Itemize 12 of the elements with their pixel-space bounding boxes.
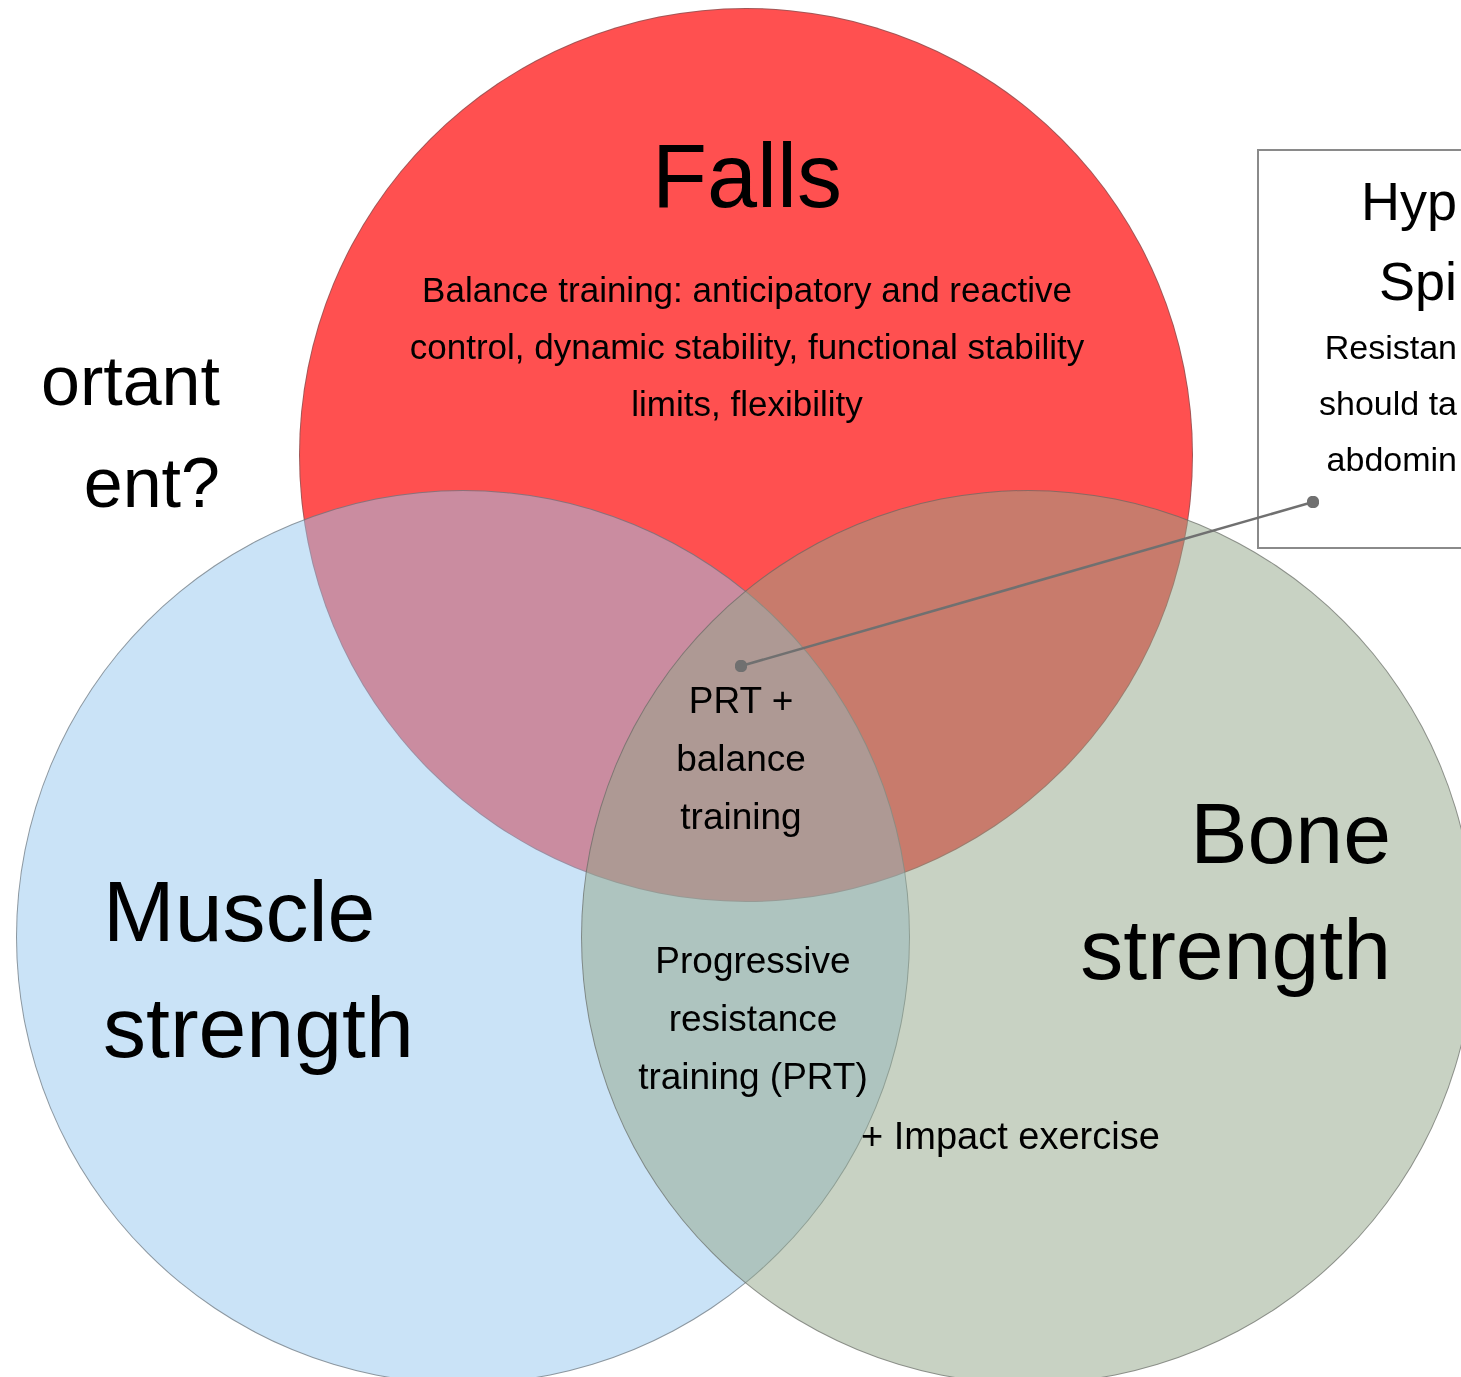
box-title: Hyp Spi [1359,170,1457,313]
overlap-text: Progressive resistance training (PRT) [637,939,869,1099]
circle-body-text: Balance training: anticipatory and reactive control, dynamic stability, functional stability limits, flexibility [408,269,1086,425]
circle-title: Bone strength [1079,784,1391,999]
circle-title: Muscle strength [103,862,415,1077]
circle-title: Falls [651,125,843,228]
callout-box [1257,149,1461,549]
leader-line [734,495,1320,673]
box-body-text: Resistan should ta abdomin [1318,327,1457,480]
circle-note: + Impact exercise [861,1114,1161,1159]
heading-fragment: ortant ent? [40,341,220,524]
overlap-text: PRT + balance training [665,666,817,846]
